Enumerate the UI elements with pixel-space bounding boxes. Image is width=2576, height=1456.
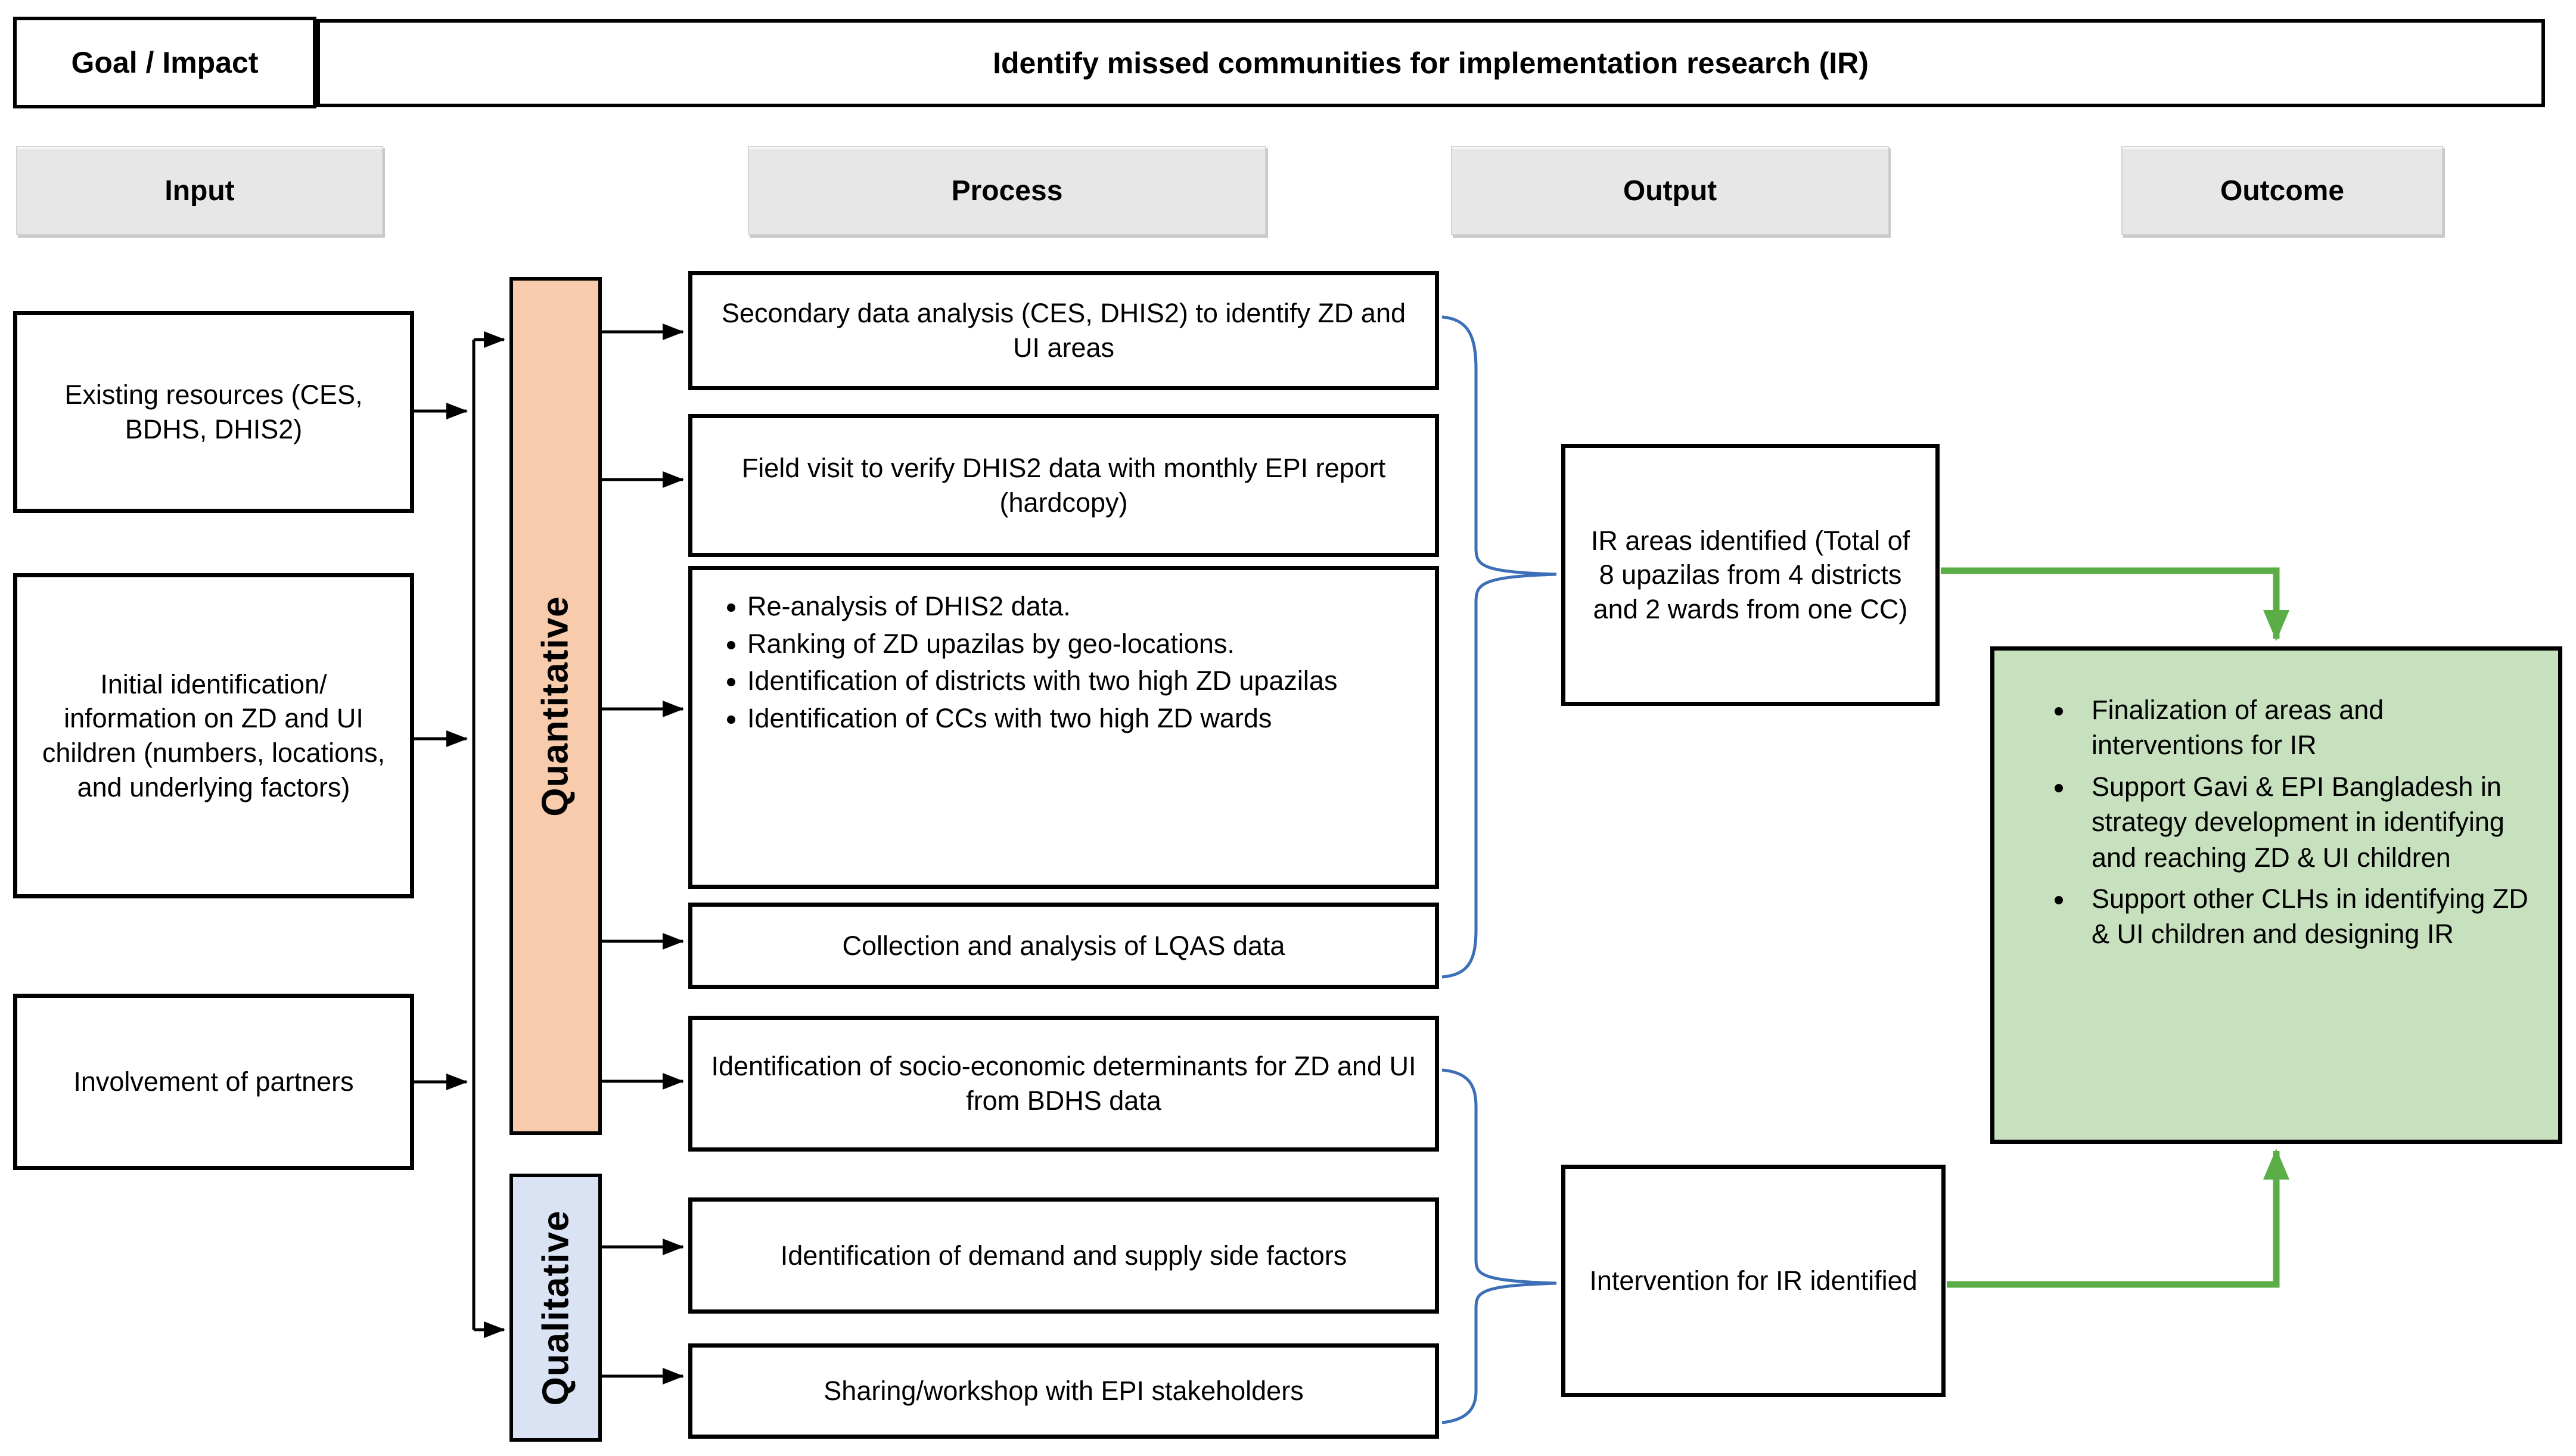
output-box-intervention: Intervention for IR identified <box>1561 1165 1946 1397</box>
outcome-bullet: Finalization of areas and interventions … <box>2075 692 2534 763</box>
quantitative-band: Quantitative <box>509 277 602 1135</box>
header-output: Output <box>1451 146 1889 235</box>
header-input-label: Input <box>164 175 235 207</box>
process-reanalysis-bullet-list: Re-analysis of DHIS2 data. Ranking of ZD… <box>710 589 1417 736</box>
quantitative-label: Quantitative <box>535 595 577 817</box>
input-box-existing-resources: Existing resources (CES, BDHS, DHIS2) <box>13 311 414 513</box>
process-box-socio-economic: Identification of socio-economic determi… <box>688 1016 1439 1152</box>
process-box-field-visit: Field visit to verify DHIS2 data with mo… <box>688 414 1439 557</box>
process-box-reanalysis: Re-analysis of DHIS2 data. Ranking of ZD… <box>688 566 1439 889</box>
output-braces <box>1441 315 1557 1424</box>
input-junction-arrows <box>414 331 505 1338</box>
output-ir-areas-text: IR areas identified (Total of 8 upazilas… <box>1590 525 1910 624</box>
header-outcome: Outcome <box>2121 146 2443 235</box>
process-field-visit-text: Field visit to verify DHIS2 data with mo… <box>741 453 1386 518</box>
input-box-involvement-partners: Involvement of partners <box>13 994 414 1170</box>
brace-qualitative-to-intervention <box>1441 1068 1557 1424</box>
process-lqas-text: Collection and analysis of LQAS data <box>842 930 1285 961</box>
outcome-box: Finalization of areas and interventions … <box>1990 646 2562 1144</box>
qualitative-band: Qualitative <box>509 1174 602 1442</box>
input-box-initial-identification: Initial identification/ information on Z… <box>13 573 414 898</box>
goal-impact-label: Goal / Impact <box>71 46 259 79</box>
process-secondary-data-analysis-text: Secondary data analysis (CES, DHIS2) to … <box>721 298 1406 363</box>
process-reanalysis-bullet: Identification of CCs with two high ZD w… <box>747 701 1417 736</box>
goal-banner-box: Identify missed communities for implemen… <box>316 19 2545 107</box>
header-input: Input <box>16 146 383 235</box>
output-intervention-text: Intervention for IR identified <box>1589 1265 1918 1296</box>
brace-quantitative-to-ir-areas <box>1441 315 1557 979</box>
process-socio-economic-text: Identification of socio-economic determi… <box>711 1051 1416 1116</box>
outcome-bullet: Support other CLHs in identifying ZD & U… <box>2075 881 2534 952</box>
process-box-sharing-workshop: Sharing/workshop with EPI stakeholders <box>688 1343 1439 1439</box>
process-demand-supply-text: Identification of demand and supply side… <box>780 1240 1347 1271</box>
green-arrow-intervention-to-outcome <box>1947 1149 2289 1288</box>
process-box-lqas: Collection and analysis of LQAS data <box>688 903 1439 989</box>
header-process: Process <box>748 146 1266 235</box>
outcome-bullet-list: Finalization of areas and interventions … <box>2018 692 2534 952</box>
outcome-bullet: Support Gavi & EPI Bangladesh in strateg… <box>2075 769 2534 875</box>
goal-banner-text: Identify missed communities for implemen… <box>993 46 1869 80</box>
process-sharing-workshop-text: Sharing/workshop with EPI stakeholders <box>824 1376 1304 1407</box>
input-involvement-partners-text: Involvement of partners <box>73 1066 354 1097</box>
process-box-secondary-data-analysis: Secondary data analysis (CES, DHIS2) to … <box>688 271 1439 390</box>
method-process-arrows <box>602 323 684 1385</box>
output-box-ir-areas: IR areas identified (Total of 8 upazilas… <box>1561 444 1940 706</box>
header-process-label: Process <box>951 175 1063 207</box>
header-output-label: Output <box>1623 175 1717 207</box>
goal-impact-box: Goal / Impact <box>13 17 316 108</box>
process-reanalysis-bullet: Re-analysis of DHIS2 data. <box>747 589 1417 624</box>
green-arrow-ir-areas-to-outcome <box>1941 567 2289 641</box>
qualitative-label: Qualitative <box>535 1210 576 1405</box>
header-outcome-label: Outcome <box>2220 175 2345 207</box>
process-reanalysis-bullet: Ranking of ZD upazilas by geo-locations. <box>747 627 1417 662</box>
process-box-demand-supply: Identification of demand and supply side… <box>688 1197 1439 1314</box>
process-reanalysis-bullet: Identification of districts with two hig… <box>747 664 1417 699</box>
input-initial-identification-text: Initial identification/ information on Z… <box>42 668 386 802</box>
input-existing-resources-text: Existing resources (CES, BDHS, DHIS2) <box>64 379 363 444</box>
